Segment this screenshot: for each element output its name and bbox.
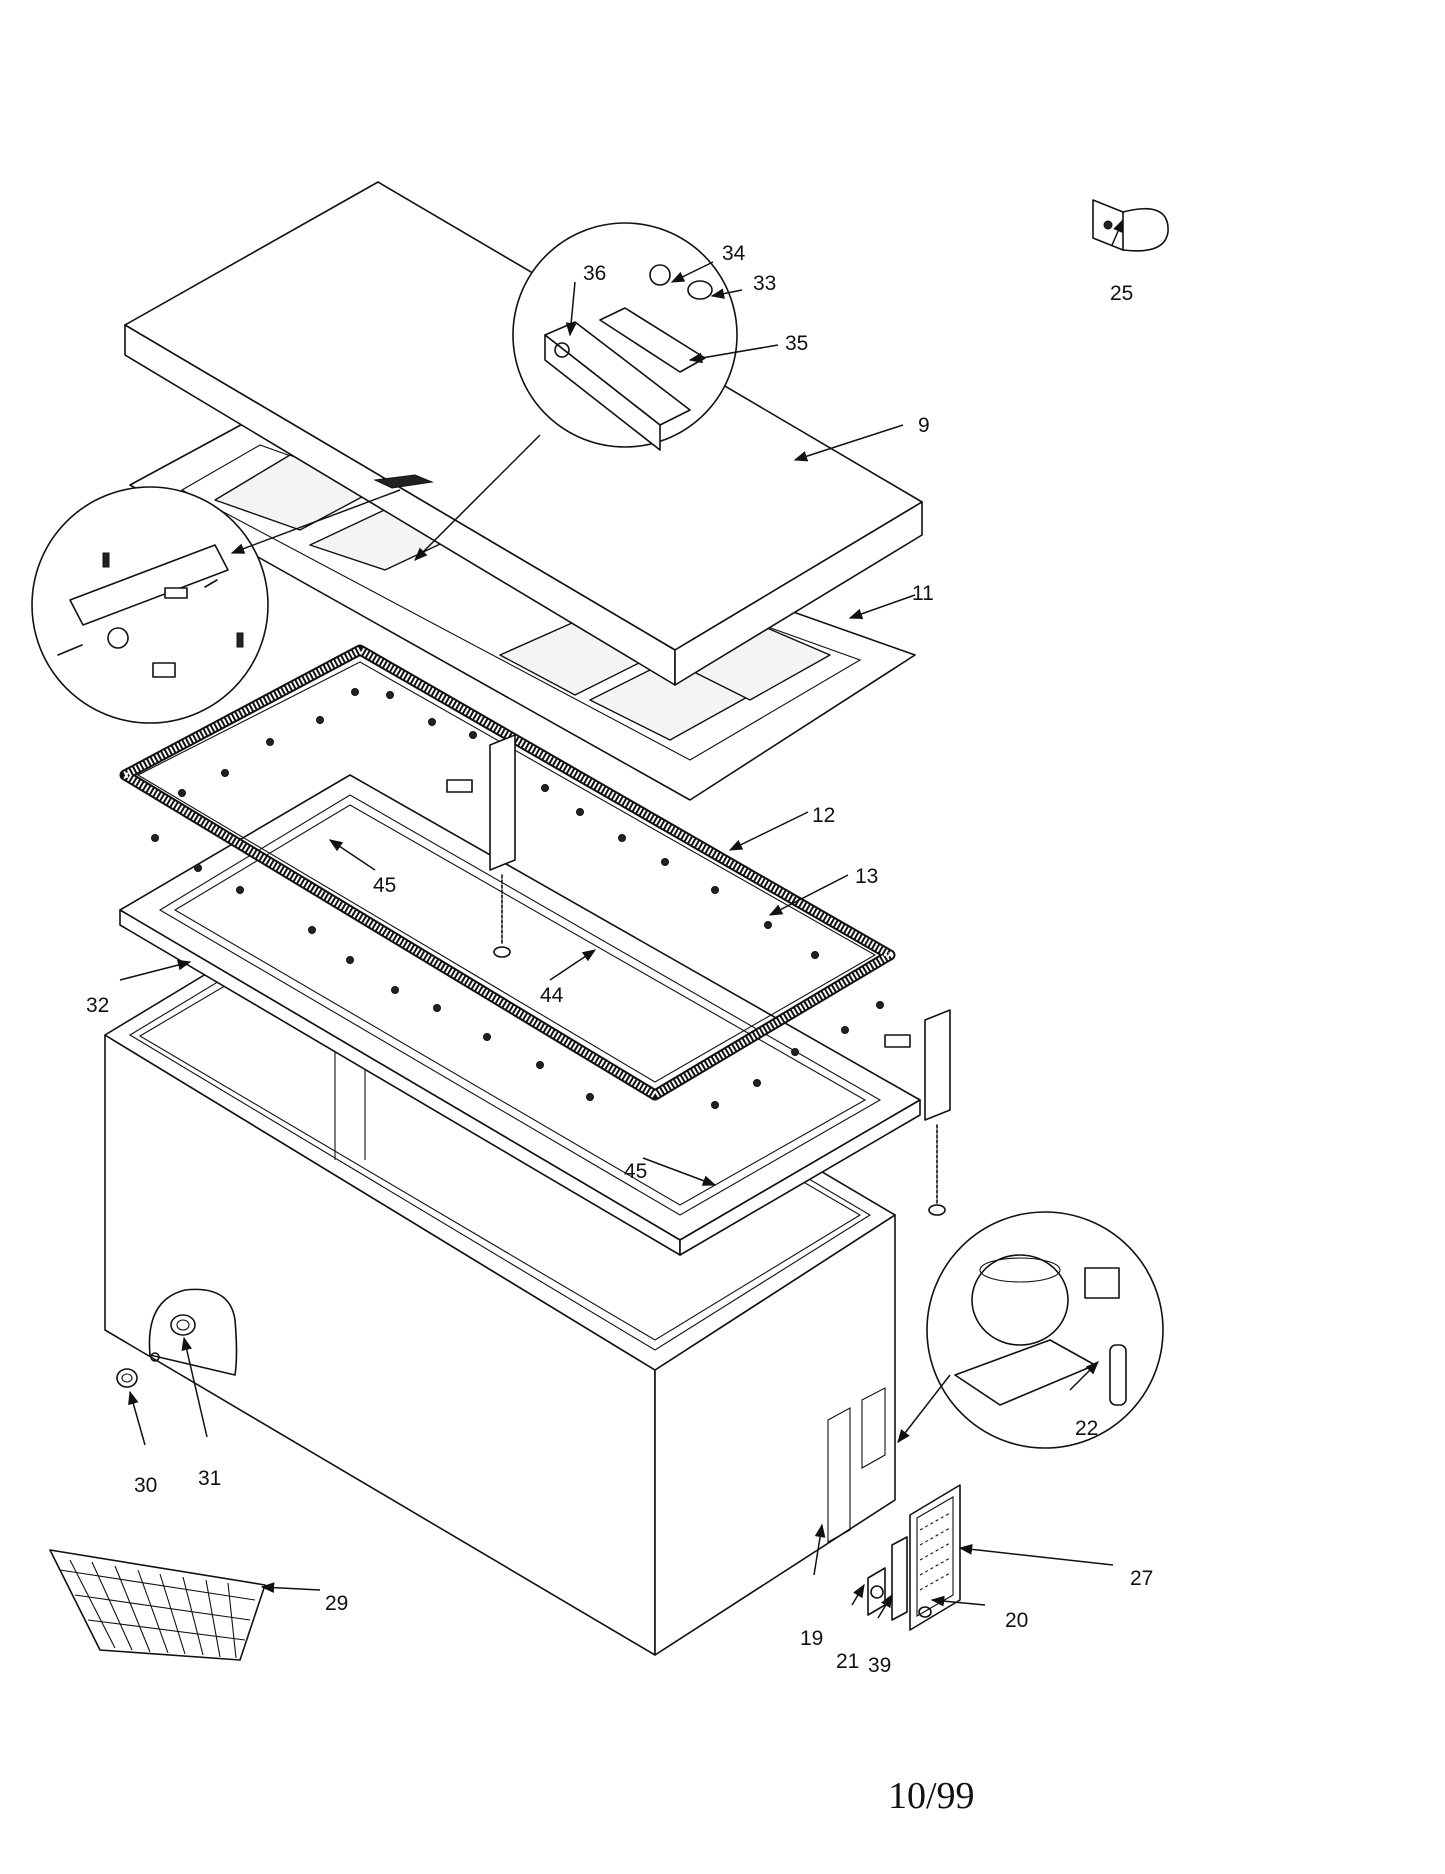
label-20: 20 [1005,1609,1028,1632]
label-29: 29 [325,1592,348,1615]
lid-gasket [119,644,896,1101]
label-25: 25 [1110,282,1133,305]
screw-set [151,688,884,1109]
leader-lines [119,218,1124,1619]
lock-slot [373,474,434,489]
label-45-upper: 45 [373,874,396,897]
drain-cap-detail [148,1288,238,1376]
label-34: 34 [722,242,746,265]
compressor-detail-circle [926,1211,1164,1449]
label-12: 12 [812,804,835,827]
rear-grille [909,1484,961,1631]
label-13: 13 [855,865,878,888]
wire-basket [49,1549,266,1661]
hinge-left [446,734,516,958]
cord-clamp [1092,199,1169,252]
label-36: 36 [583,262,606,285]
label-33: 33 [753,272,776,295]
handle-detail-circle [31,486,269,724]
thermostat [867,1567,886,1616]
label-39: 39 [868,1654,891,1677]
label-11: 11 [912,582,934,605]
label-30: 30 [134,1474,157,1497]
cabinet-side-vents [827,1387,886,1543]
grille-screw [918,1606,932,1618]
label-44: 44 [540,984,564,1007]
lid [124,181,923,686]
drain-plug [116,1368,138,1388]
label-27: 27 [1130,1567,1153,1590]
label-35: 35 [785,332,808,355]
hinge-right [884,1009,951,1216]
label-21: 21 [836,1650,859,1673]
label-32: 32 [86,994,109,1017]
label-45-lower: 45 [624,1160,647,1183]
label-19: 19 [800,1627,823,1650]
label-9: 9 [918,414,930,437]
lock-detail-circle [512,222,738,451]
label-31: 31 [198,1467,221,1490]
label-22: 22 [1075,1417,1098,1440]
thermostat-bracket [891,1536,908,1621]
revision-date: 10/99 [888,1775,975,1817]
